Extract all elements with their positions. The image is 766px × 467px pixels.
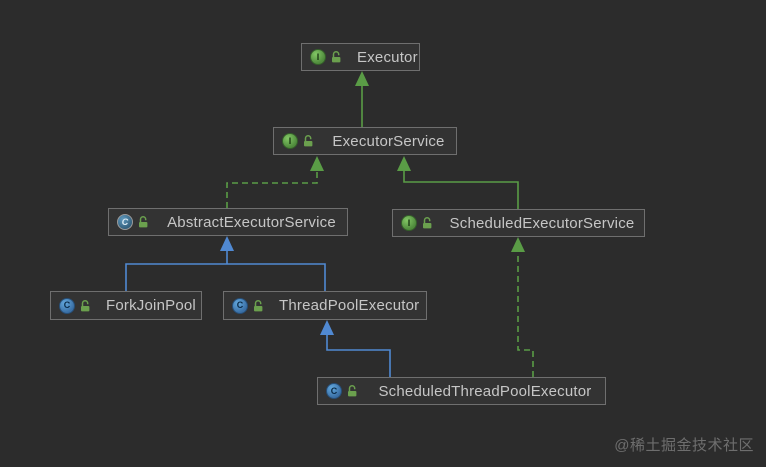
node-label: ScheduledThreadPoolExecutor xyxy=(378,382,592,400)
edge-scheduledthreadpoolexecutor-implements-scheduledexecutorservice xyxy=(511,237,534,377)
node-label: Executor xyxy=(357,48,418,66)
open-lock-icon xyxy=(253,299,264,312)
open-lock-icon xyxy=(80,299,91,312)
edge-scheduledthreadpoolexecutor-extends-threadpoolexecutor xyxy=(320,320,391,377)
node-executor-service[interactable]: I ExecutorService xyxy=(273,127,457,155)
node-scheduled-executor-service[interactable]: I ScheduledExecutorService xyxy=(392,209,645,237)
class-icon: C xyxy=(326,383,342,399)
class-icon: C xyxy=(59,297,75,314)
open-lock-icon xyxy=(347,385,358,397)
node-label: AbstractExecutorService xyxy=(167,213,336,231)
edge-forkjoinpool-threadpoolexecutor-extends-abstractexecutorservice xyxy=(125,236,326,291)
node-scheduled-thread-pool-executor[interactable]: C ScheduledThreadPoolExecutor xyxy=(317,377,606,405)
interface-icon: I xyxy=(401,215,417,231)
edge-abstractexecutorservice-implements-executorservice xyxy=(226,156,324,208)
node-label: ExecutorService xyxy=(332,132,445,150)
watermark: @稀土掘金技术社区 xyxy=(614,437,754,454)
node-label: ForkJoinPool xyxy=(106,297,196,314)
class-icon: C xyxy=(232,297,248,314)
interface-icon: I xyxy=(310,49,326,65)
edge-executorservice-extends-executor xyxy=(355,71,369,127)
abstract-class-icon: C xyxy=(117,214,133,230)
open-lock-icon xyxy=(331,51,342,63)
node-thread-pool-executor[interactable]: C ThreadPoolExecutor xyxy=(223,291,427,320)
node-label: ThreadPoolExecutor xyxy=(279,297,420,314)
node-label: ScheduledExecutorService xyxy=(449,214,635,232)
node-abstract-executor-service[interactable]: C AbstractExecutorService xyxy=(108,208,348,236)
open-lock-icon xyxy=(138,216,149,228)
interface-icon: I xyxy=(282,133,298,149)
node-executor[interactable]: I Executor xyxy=(301,43,420,71)
open-lock-icon xyxy=(422,217,433,229)
open-lock-icon xyxy=(303,135,314,147)
node-fork-join-pool[interactable]: C ForkJoinPool xyxy=(50,291,202,320)
edge-scheduledexecutorservice-extends-executorservice xyxy=(397,156,519,209)
